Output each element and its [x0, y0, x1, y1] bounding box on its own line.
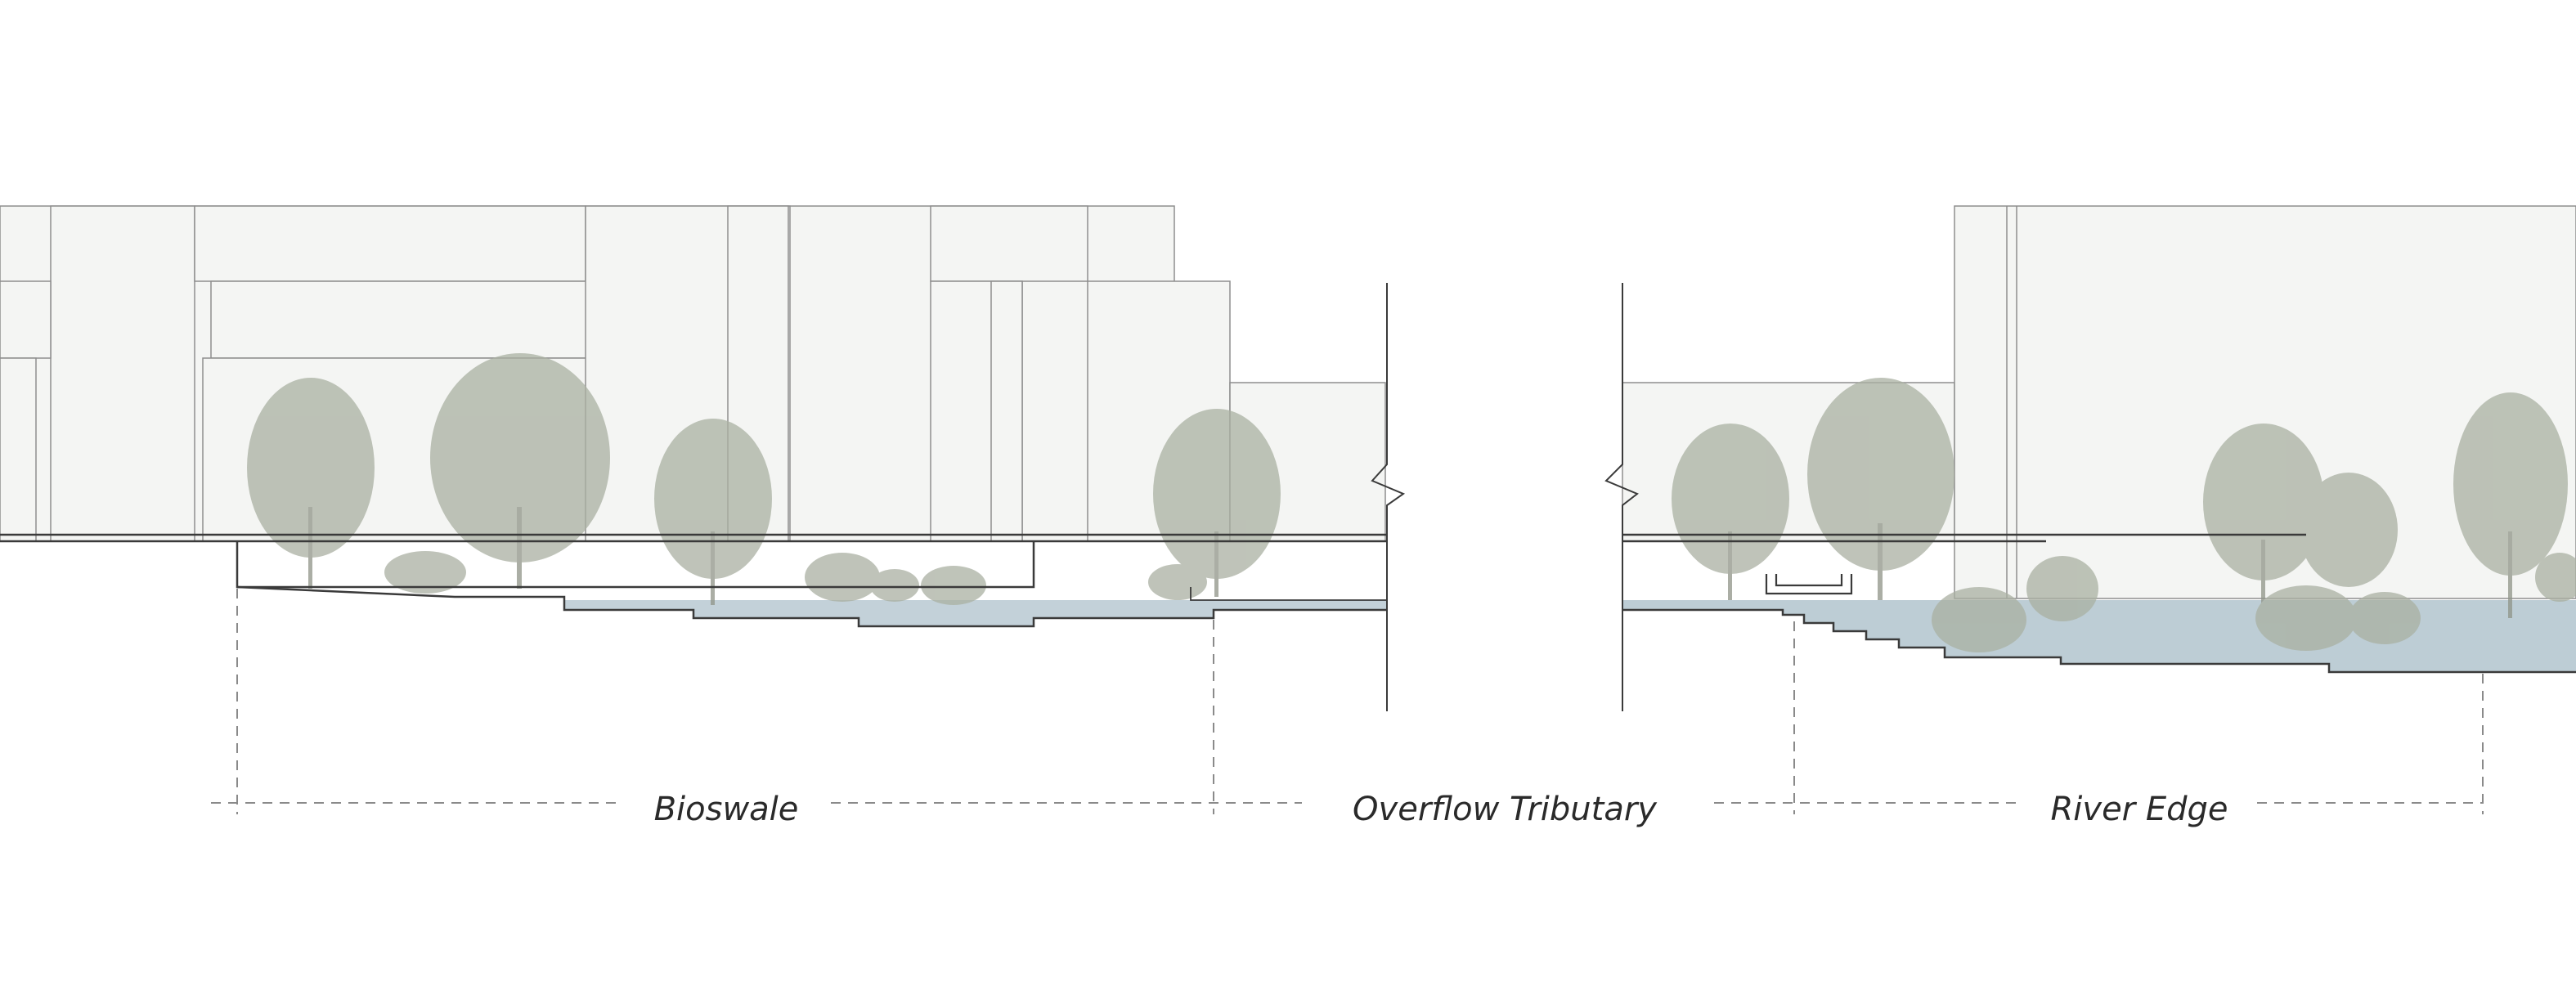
bioswale-profile [236, 541, 1035, 589]
building-block [990, 280, 1023, 542]
bioswale-channel [1190, 587, 1387, 601]
building-block [50, 205, 195, 542]
tree-canopy [430, 353, 610, 563]
shrub [1148, 564, 1207, 600]
tree-canopy [2300, 473, 2398, 587]
building-block [0, 280, 52, 359]
shrub [870, 569, 919, 602]
tree-trunk [1728, 531, 1732, 600]
tree-trunk [2508, 531, 2512, 618]
tree-canopy [1672, 424, 1789, 574]
building-block [210, 280, 635, 359]
shrub [1932, 587, 2026, 652]
zone-label-bioswale: Bioswale [648, 791, 804, 828]
tree-trunk [711, 531, 715, 605]
tree-canopy [247, 378, 375, 558]
shrub [921, 566, 986, 605]
vegetation [247, 353, 2576, 652]
planter-box [1765, 574, 1853, 595]
shrub [2255, 585, 2357, 651]
tree-trunk [2261, 540, 2265, 621]
tree-canopy [2453, 392, 2568, 576]
zone-label-overflow-tributary: Overflow Tributary [1348, 791, 1662, 828]
tree-canopy [1153, 409, 1281, 579]
river-steps [1622, 608, 2576, 674]
break-line-left [1371, 283, 1406, 711]
building-block [194, 205, 586, 282]
shrub [2535, 553, 2576, 602]
tree-trunk [1214, 531, 1218, 597]
tree-canopy [654, 419, 772, 579]
tree-canopy [1807, 378, 1954, 571]
dimension-lines [211, 589, 2484, 814]
tree-canopy [2203, 424, 2324, 580]
ground-lines [0, 283, 2576, 711]
building-block [930, 205, 1088, 282]
tree-trunk [1878, 523, 1883, 600]
shrub [384, 551, 466, 594]
bioswale-water [564, 600, 1387, 626]
zone-label-river-edge: River Edge [2045, 791, 2233, 828]
shrub [805, 553, 880, 602]
bioswale-bed [236, 585, 1387, 628]
break-line-right [1604, 283, 1639, 711]
tree-trunk [308, 507, 312, 589]
shrub [2026, 556, 2098, 621]
building-block [0, 357, 37, 542]
tree-trunk [517, 507, 522, 589]
shrub [2349, 592, 2421, 644]
